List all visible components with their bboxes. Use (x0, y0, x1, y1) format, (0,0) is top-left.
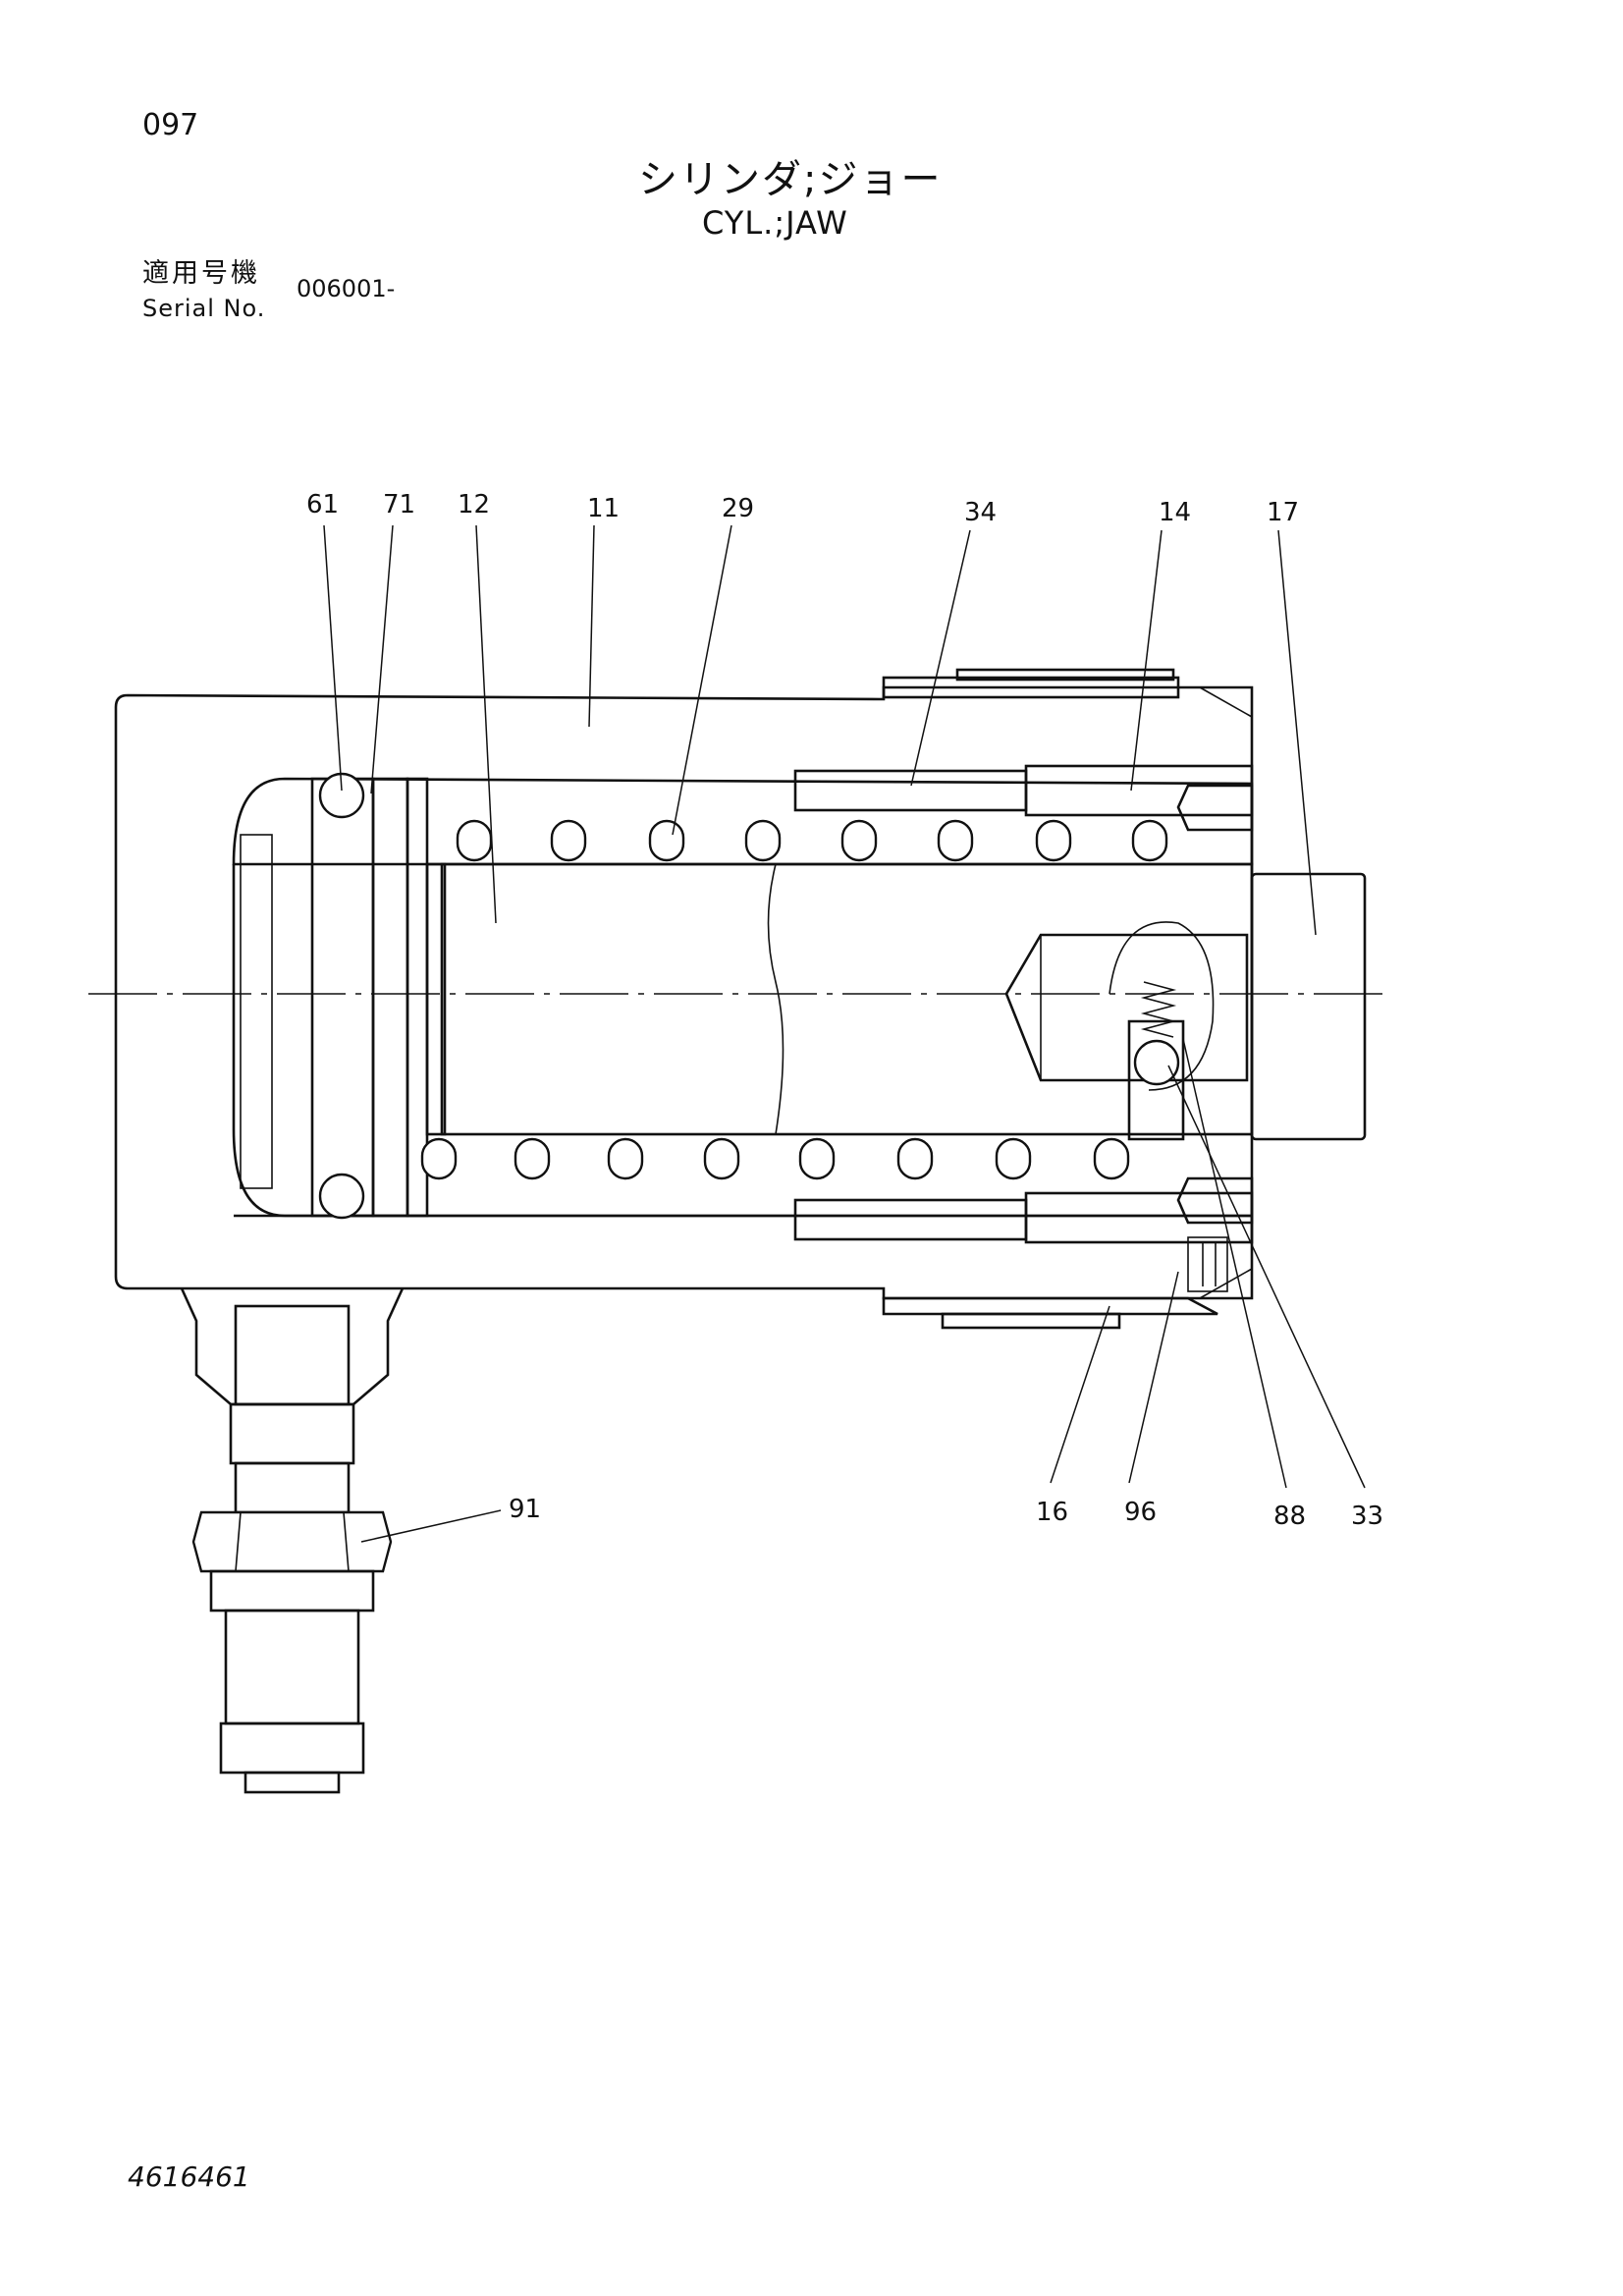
callout-88: 88 (1273, 1502, 1306, 1531)
document-number: 4616461 (128, 2160, 250, 2193)
title-english: CYL.;JAW (702, 204, 848, 242)
cylinder-bore (232, 777, 1254, 866)
callout-33: 33 (1351, 1502, 1383, 1531)
callout-29: 29 (722, 494, 754, 523)
callout-11: 11 (587, 494, 620, 523)
callout-12: 12 (458, 490, 490, 519)
detent-spring (1140, 981, 1177, 1038)
callout-17: 17 (1267, 498, 1299, 527)
callout-61: 61 (306, 490, 339, 519)
callout-96: 96 (1124, 1498, 1157, 1527)
serial-number-value: 006001- (297, 275, 396, 302)
serial-label-japanese: 適用号機 (142, 258, 260, 289)
detent-ball (1133, 1039, 1180, 1086)
callout-71: 71 (383, 490, 415, 519)
callout-34: 34 (964, 498, 997, 527)
callout-14: 14 (1159, 498, 1191, 527)
hose-fitting (180, 1287, 405, 1794)
plunger (1250, 872, 1367, 1141)
callout-16: 16 (1036, 1498, 1068, 1527)
bottom-sleeve (882, 1296, 1218, 1316)
seal-ring (310, 777, 375, 1218)
leader-lines (323, 524, 1366, 1543)
callout-91: 91 (509, 1495, 541, 1524)
spring-coils-bottom (420, 1137, 1130, 1180)
title-japanese: シリンダ;ジョー (638, 157, 943, 202)
spring-coils-top (456, 819, 1168, 862)
sleeve (793, 769, 1028, 812)
page-number: 097 (142, 108, 199, 142)
serial-label-english: Serial No. (142, 295, 266, 322)
guide (1024, 764, 1254, 817)
